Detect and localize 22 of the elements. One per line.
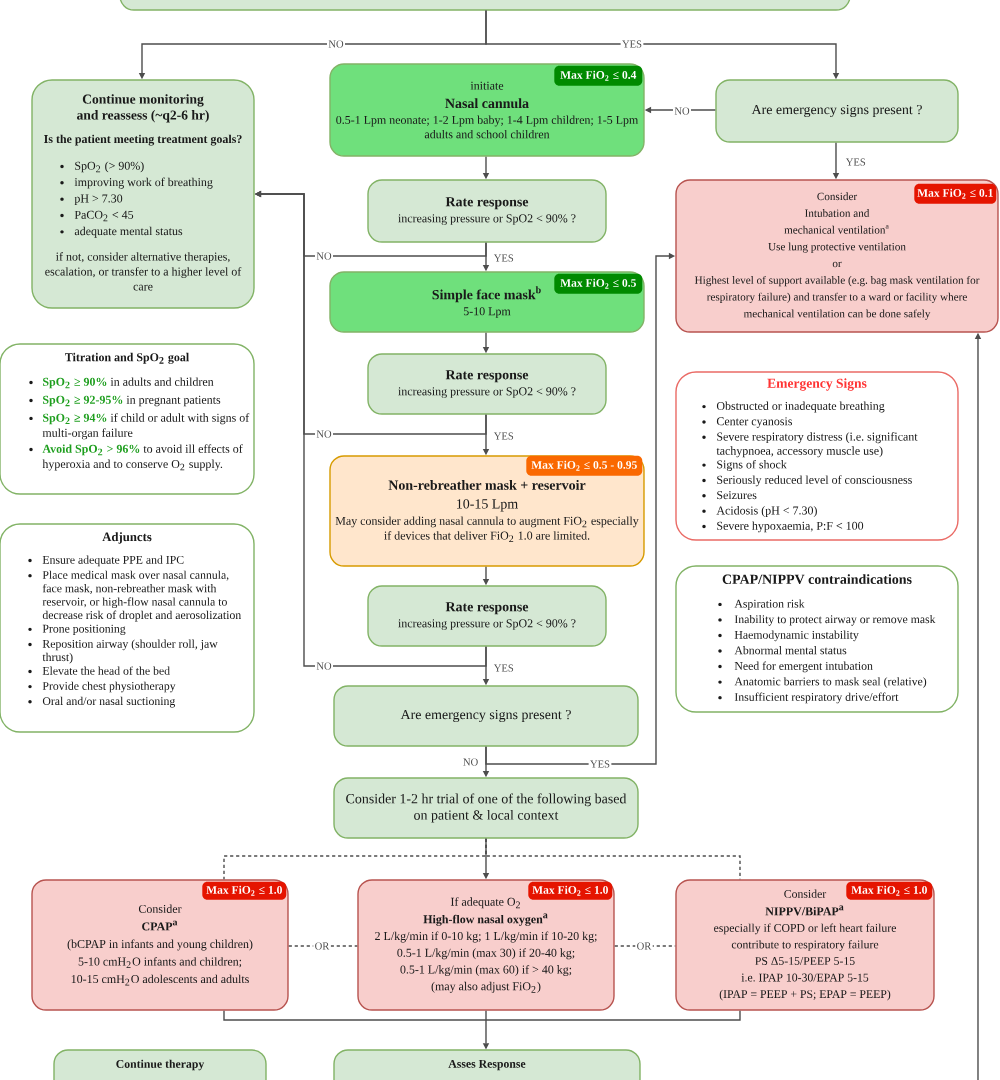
process-box — [357, 879, 615, 1011]
info-box — [675, 371, 959, 541]
connector-line — [614, 945, 676, 947]
connector-line — [288, 945, 358, 947]
connector-line — [485, 838, 741, 880]
process-box — [367, 353, 607, 415]
connector-line — [485, 1010, 741, 1021]
info-box — [0, 523, 255, 733]
connector-line — [485, 1010, 487, 1021]
process-box — [329, 271, 645, 333]
process-box — [329, 63, 645, 157]
info-box — [0, 343, 255, 495]
process-box — [675, 179, 999, 333]
process-box — [367, 179, 607, 243]
process-box — [675, 879, 935, 1011]
process-box — [329, 455, 645, 567]
info-box — [675, 565, 959, 713]
connector-line — [223, 1010, 487, 1021]
process-box — [367, 585, 607, 647]
info-box — [31, 79, 255, 309]
process-box — [31, 879, 289, 1011]
process-box — [119, 0, 851, 11]
